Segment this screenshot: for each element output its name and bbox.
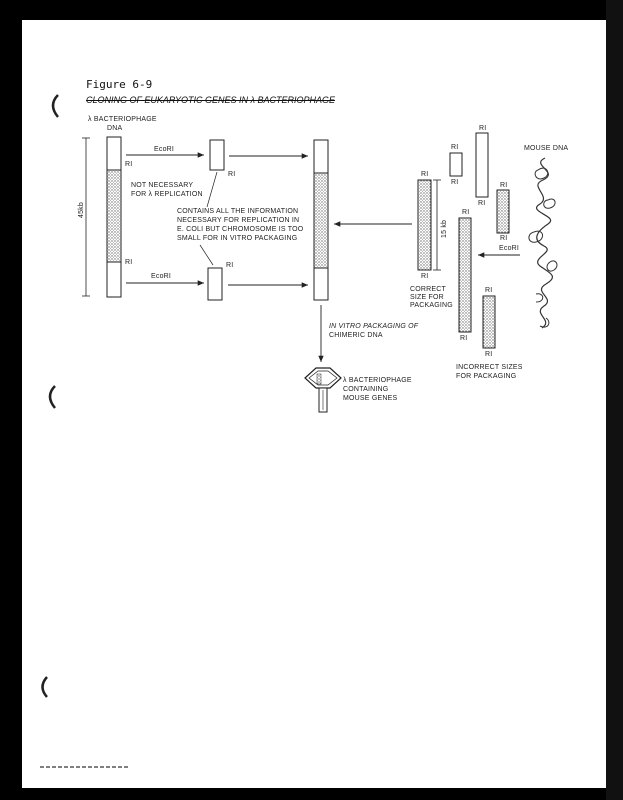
left-arm-fragment (209, 139, 225, 171)
label-mouse-dna: MOUSE DNA (524, 145, 569, 152)
right-arm-fragment (207, 267, 223, 301)
label-size-15kb: 15 kb (441, 219, 448, 238)
large-fragment (458, 217, 472, 333)
small-fragment-2 (475, 132, 489, 198)
recombinant-insert-region (313, 172, 329, 269)
label-not-necessary-1: NOT NECESSARY (131, 182, 194, 189)
label-ri-1: RI (125, 161, 133, 168)
label-ri-6: RI (421, 273, 429, 280)
label-lambda-dna-2: DNA (107, 125, 123, 132)
label-incorrect-1: INCORRECT SIZES (456, 364, 523, 371)
label-not-necessary-2: FOR λ REPLICATION (131, 191, 203, 198)
label-correct-2: SIZE FOR (410, 294, 444, 301)
label-contains-2: NECESSARY FOR REPLICATION IN (177, 217, 300, 224)
label-ri-7: RI (451, 144, 459, 151)
label-phage-1: λ BACTERIOPHAGE (343, 377, 412, 384)
figure-title: Figure 6-9 (86, 78, 153, 91)
correct-size-fragment (417, 179, 432, 271)
label-ecori-top: EcoRI (154, 146, 175, 153)
bacteriophage-icon (304, 367, 342, 413)
binder-hole-1 (51, 94, 59, 118)
binder-hole-3 (41, 676, 48, 698)
label-ri-2: RI (125, 259, 133, 266)
label-ri-5: RI (421, 171, 429, 178)
label-phage-2: CONTAINING (343, 386, 389, 393)
label-ri-9: RI (479, 125, 487, 132)
label-ecori-right: EcoRI (499, 245, 520, 252)
label-invitro-2: CHIMERIC DNA (329, 332, 383, 339)
label-ri-12: RI (500, 235, 508, 242)
medium-fragment (482, 295, 496, 349)
scan-edge (606, 0, 623, 800)
label-ri-3: RI (228, 171, 236, 178)
label-size-45kb: 45kb (78, 202, 85, 218)
binder-hole-2 (48, 385, 56, 409)
label-phage-3: MOUSE GENES (343, 395, 398, 402)
label-contains-4: SMALL FOR IN VITRO PACKAGING (177, 235, 298, 242)
label-correct-3: PACKAGING (410, 302, 453, 309)
label-ri-13: RI (462, 209, 470, 216)
label-ri-15: RI (485, 287, 493, 294)
label-ri-16: RI (485, 351, 493, 358)
label-ecori-bottom: EcoRI (151, 273, 172, 280)
label-ri-11: RI (500, 182, 508, 189)
label-incorrect-2: FOR PACKAGING (456, 373, 517, 380)
label-ri-14: RI (460, 335, 468, 342)
label-invitro-1: IN VITRO PACKAGING OF (329, 323, 419, 330)
connector-arms (206, 171, 218, 208)
small-fragment-1 (449, 152, 463, 177)
label-ri-4: RI (226, 262, 234, 269)
label-ri-10: RI (478, 200, 486, 207)
label-correct-1: CORRECT (410, 286, 447, 293)
label-contains-3: E. COLI BUT CHROMOSOME IS TOO (177, 226, 304, 233)
label-lambda-dna: λ BACTERIOPHAGE (88, 116, 157, 123)
lambda-dna-nonessential-region (106, 169, 122, 263)
figure-subtitle: CLONING OF EUKARYOTIC GENES IN λ BACTERI… (86, 95, 335, 105)
small-fragment-3 (496, 189, 510, 234)
label-ri-8: RI (451, 179, 459, 186)
label-contains-1: CONTAINS ALL THE INFORMATION (177, 208, 299, 215)
mouse-dna-strand (536, 157, 553, 329)
